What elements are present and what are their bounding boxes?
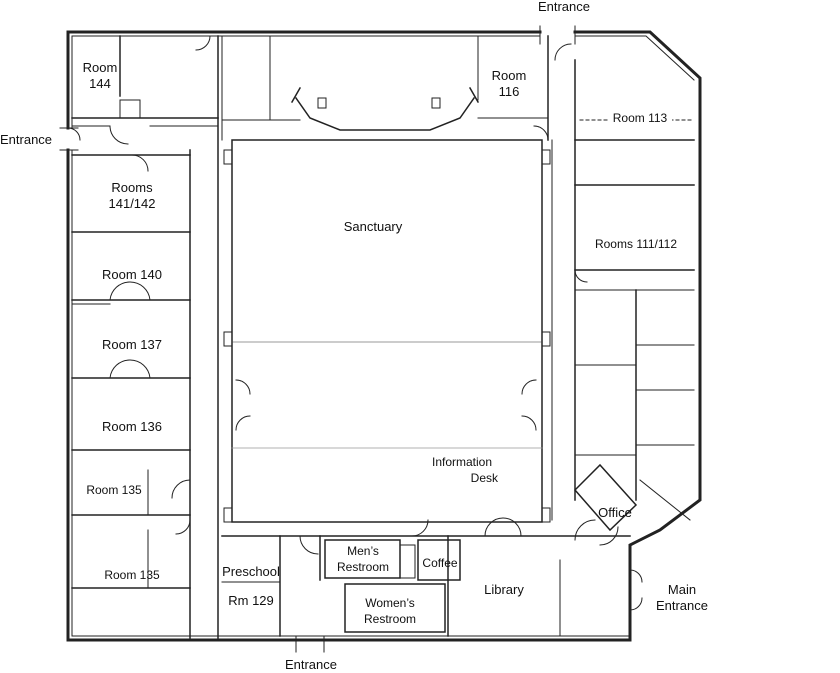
information-desk-line2: Desk bbox=[470, 471, 498, 485]
main-entrance-line1: Main bbox=[667, 582, 697, 597]
main-entrance-line2: Entrance bbox=[655, 598, 709, 613]
office-label: Office bbox=[598, 505, 632, 520]
main-entrance-label: Main Entrance bbox=[644, 582, 720, 614]
coffee-label: Coffee bbox=[422, 556, 458, 570]
room-116-line2: 116 bbox=[498, 84, 520, 99]
rooms-141-142-label: Rooms 141/142 bbox=[96, 180, 168, 212]
outer-wall bbox=[66, 30, 702, 642]
room-116-label: Room 116 bbox=[484, 68, 534, 100]
information-desk-line1: Information bbox=[431, 455, 493, 469]
sanctuary-label: Sanctuary bbox=[343, 219, 403, 234]
womens-restroom-line2: Restroom bbox=[363, 612, 416, 626]
office-walls bbox=[573, 463, 638, 532]
room-144-line2: 144 bbox=[89, 76, 111, 91]
information-desk-label: Information Desk bbox=[420, 454, 504, 486]
entrance-left-label: Entrance bbox=[0, 132, 53, 147]
mens-restroom-line1: Men’s bbox=[347, 544, 379, 558]
room-136-label: Room 136 bbox=[102, 419, 162, 434]
room-116-line1: Room bbox=[491, 68, 527, 83]
mens-restroom-line2: Restroom bbox=[336, 560, 389, 574]
rooms-141-142-line1: Rooms bbox=[111, 180, 153, 195]
entrance-bottom-label: Entrance bbox=[284, 657, 338, 672]
room-113-label: Room 113 bbox=[608, 110, 672, 126]
entrance-top-label: Entrance bbox=[537, 0, 591, 14]
sanctuary-area bbox=[231, 139, 543, 523]
library-label: Library bbox=[484, 582, 524, 597]
rm-129-label: Rm 129 bbox=[228, 593, 274, 608]
room-137-label: Room 137 bbox=[102, 337, 162, 352]
preschool-label: Preschool bbox=[222, 564, 280, 579]
rooms-141-142-line2: 141/142 bbox=[108, 196, 156, 211]
mens-restroom-label: Men’s Restroom bbox=[330, 543, 396, 575]
room-135-upper-label: Room 135 bbox=[86, 483, 142, 497]
womens-restroom-label: Women’s Restroom bbox=[352, 595, 428, 627]
rooms-111-112-label: Rooms 111/112 bbox=[594, 237, 678, 251]
room-135-lower-label: Room 135 bbox=[104, 568, 160, 582]
room-144-line1: Room bbox=[82, 60, 118, 75]
room-140-label: Room 140 bbox=[102, 267, 162, 282]
womens-restroom-line1: Women’s bbox=[365, 596, 415, 610]
room-144-label: Room 144 bbox=[76, 60, 124, 92]
